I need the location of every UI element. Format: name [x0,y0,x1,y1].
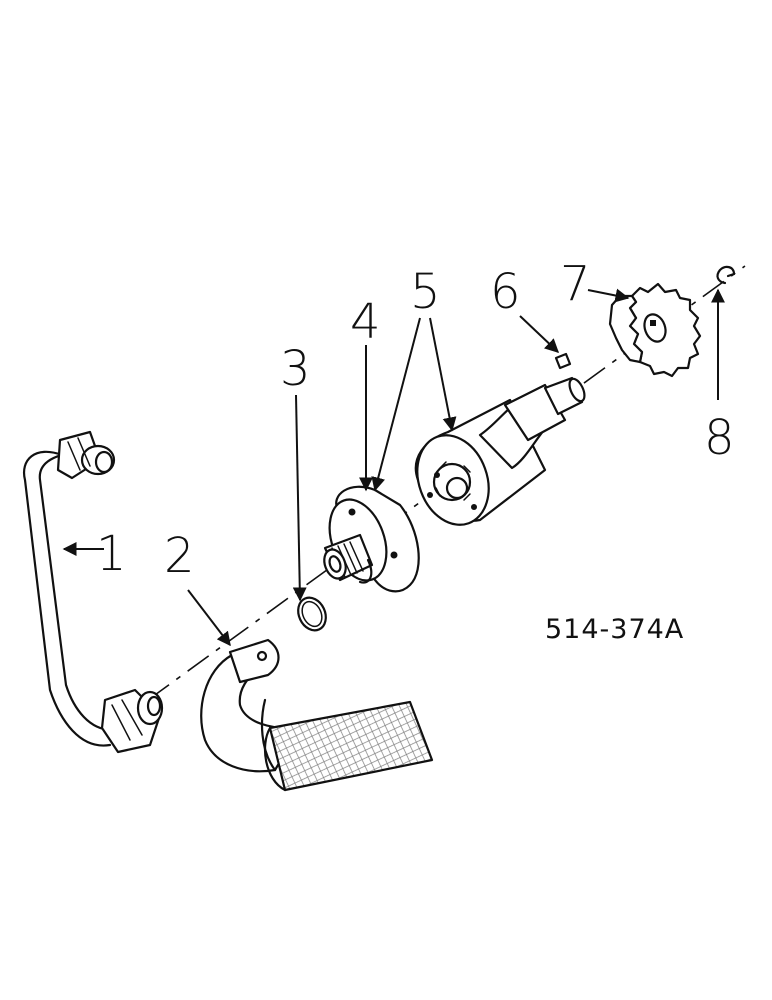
callout-1: 1 [96,526,127,582]
part-6-woodruff-key [554,352,572,370]
callout-6: 6 [490,264,521,320]
callout-8: 8 [704,410,735,466]
callout-7: 7 [560,256,591,312]
callout-3: 3 [280,341,311,397]
part-5-pump-body [414,376,586,526]
callout-2: 2 [164,528,195,584]
part-8-snap-ring [716,265,736,285]
part-4-pump-cover [323,485,420,593]
callout-4: 4 [350,294,381,350]
leader-lines [62,288,725,647]
assembly-center-line [147,265,746,701]
part-2-pickup-tube [200,638,434,792]
part-3-o-ring [297,596,327,632]
drawing-part-number: 514-374A [545,614,684,645]
callout-5: 5 [410,264,441,320]
part-1-tube [22,430,164,754]
part-7-drive-gear [608,282,702,378]
